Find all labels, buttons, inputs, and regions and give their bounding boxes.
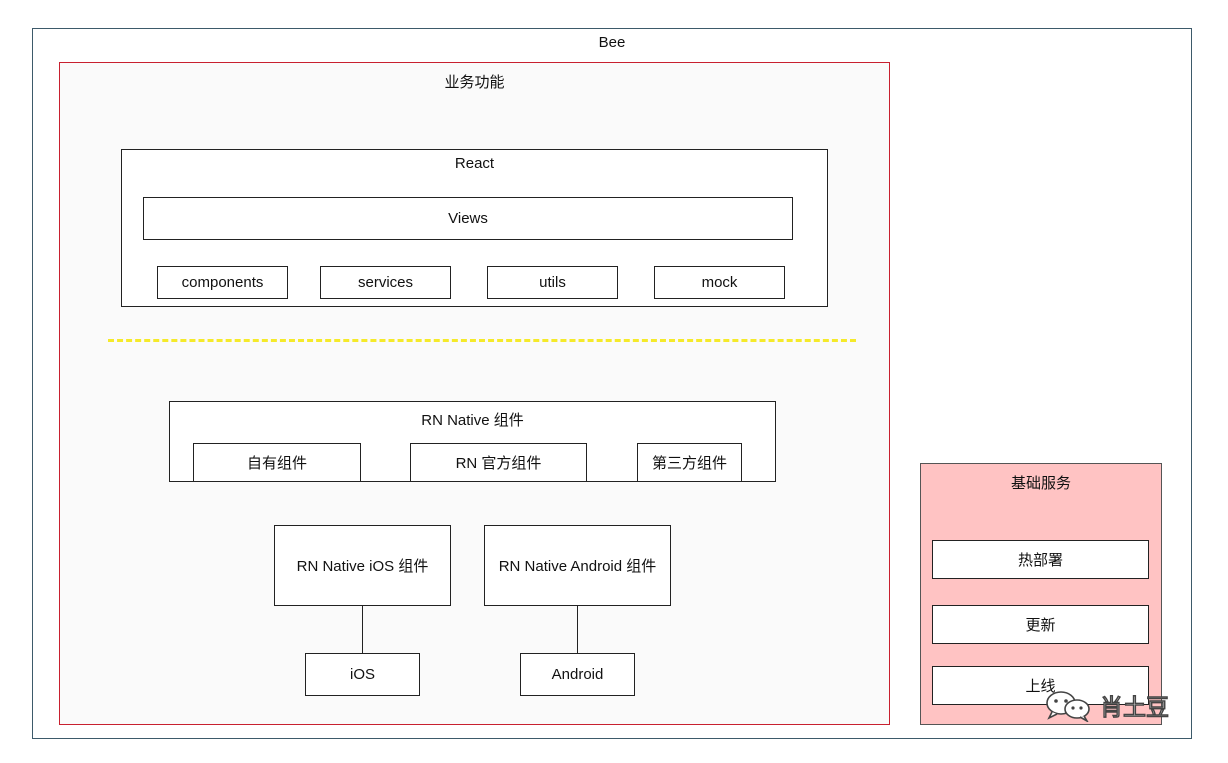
services-box: services — [320, 266, 451, 299]
official-components-label: RN 官方组件 — [455, 455, 542, 472]
components-box: components — [157, 266, 288, 299]
release-box: 上线 — [932, 666, 1149, 705]
ios-connector — [362, 605, 363, 653]
own-components-box: 自有组件 — [193, 443, 361, 482]
wechat-icon — [1046, 691, 1090, 722]
components-label: components — [181, 274, 264, 291]
ios-box: iOS — [305, 653, 420, 696]
react-title: React — [454, 155, 495, 172]
rn-ios-components-box: RN Native iOS 组件 — [274, 525, 451, 606]
mock-label: mock — [701, 274, 738, 291]
mock-box: mock — [654, 266, 785, 299]
ios-label: iOS — [349, 666, 375, 683]
hot-deploy-label: 热部署 — [1017, 552, 1063, 569]
infra-title: 基础服务 — [1010, 475, 1071, 492]
utils-box: utils — [487, 266, 618, 299]
views-box: Views — [143, 197, 793, 240]
rn-native-title: RN Native 组件 — [421, 412, 524, 429]
services-label: services — [357, 274, 413, 291]
release-label: 上线 — [1025, 678, 1056, 695]
third-party-components-label: 第三方组件 — [651, 455, 727, 472]
android-connector — [577, 605, 578, 653]
android-label: Android — [551, 666, 604, 683]
bee-title: Bee — [598, 34, 626, 51]
utils-label: utils — [539, 274, 566, 291]
business-title: 业务功能 — [444, 74, 505, 91]
rn-ios-components-label: RN Native iOS 组件 — [296, 558, 429, 575]
android-box: Android — [520, 653, 635, 696]
third-party-components-box: 第三方组件 — [637, 443, 742, 482]
update-label: 更新 — [1025, 617, 1056, 634]
watermark: 肖土豆 — [1042, 688, 1169, 722]
rn-android-components-label: RN Native Android 组件 — [498, 558, 657, 575]
rn-android-components-box: RN Native Android 组件 — [484, 525, 671, 606]
hot-deploy-box: 热部署 — [932, 540, 1149, 579]
views-label: Views — [448, 210, 488, 227]
layer-separator — [108, 339, 856, 342]
watermark-text: 肖土豆 — [1100, 694, 1170, 721]
official-components-box: RN 官方组件 — [410, 443, 587, 482]
own-components-label: 自有组件 — [246, 455, 307, 472]
update-box: 更新 — [932, 605, 1149, 644]
